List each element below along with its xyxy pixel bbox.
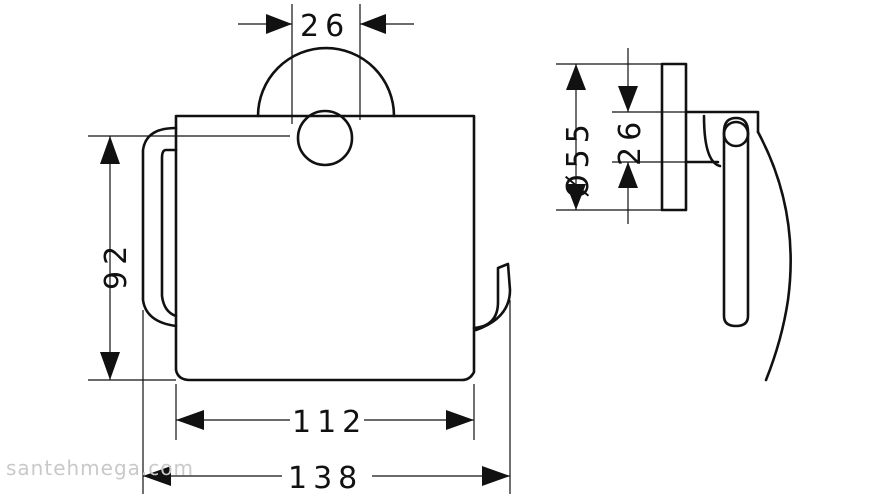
watermark: santehmega.com (6, 456, 194, 480)
front-view (141, 46, 512, 382)
rosette-outline (256, 46, 396, 118)
dim-bottom-138: 138 (142, 300, 511, 496)
side-arm (722, 116, 750, 328)
dim-side-d55: Ø55 (556, 63, 662, 211)
dim-left-92: 92 (88, 135, 290, 381)
side-view (660, 62, 792, 382)
dim-height-label: 92 (99, 240, 134, 290)
dim-top-26: 26 (238, 4, 414, 124)
left-arm-inner (160, 148, 178, 318)
side-cover-curve (756, 130, 792, 382)
right-hook (472, 262, 512, 332)
dim-bottom-112: 112 (175, 384, 475, 440)
side-spindle (722, 120, 750, 148)
left-arm-outer (141, 126, 178, 328)
dim-diameter-label: Ø55 (561, 118, 596, 198)
dim-top-width-label: 26 (300, 9, 350, 44)
dim-cover-width-label: 112 (292, 405, 367, 440)
dim-side-offset-label: 26 (613, 116, 648, 166)
side-rosette (660, 62, 688, 212)
dim-side-26: 26 (612, 48, 686, 224)
cover-outline (174, 114, 476, 382)
dim-overall-width-label: 138 (288, 461, 363, 496)
spindle-hub (296, 109, 354, 167)
side-bracket-curve (702, 114, 722, 168)
